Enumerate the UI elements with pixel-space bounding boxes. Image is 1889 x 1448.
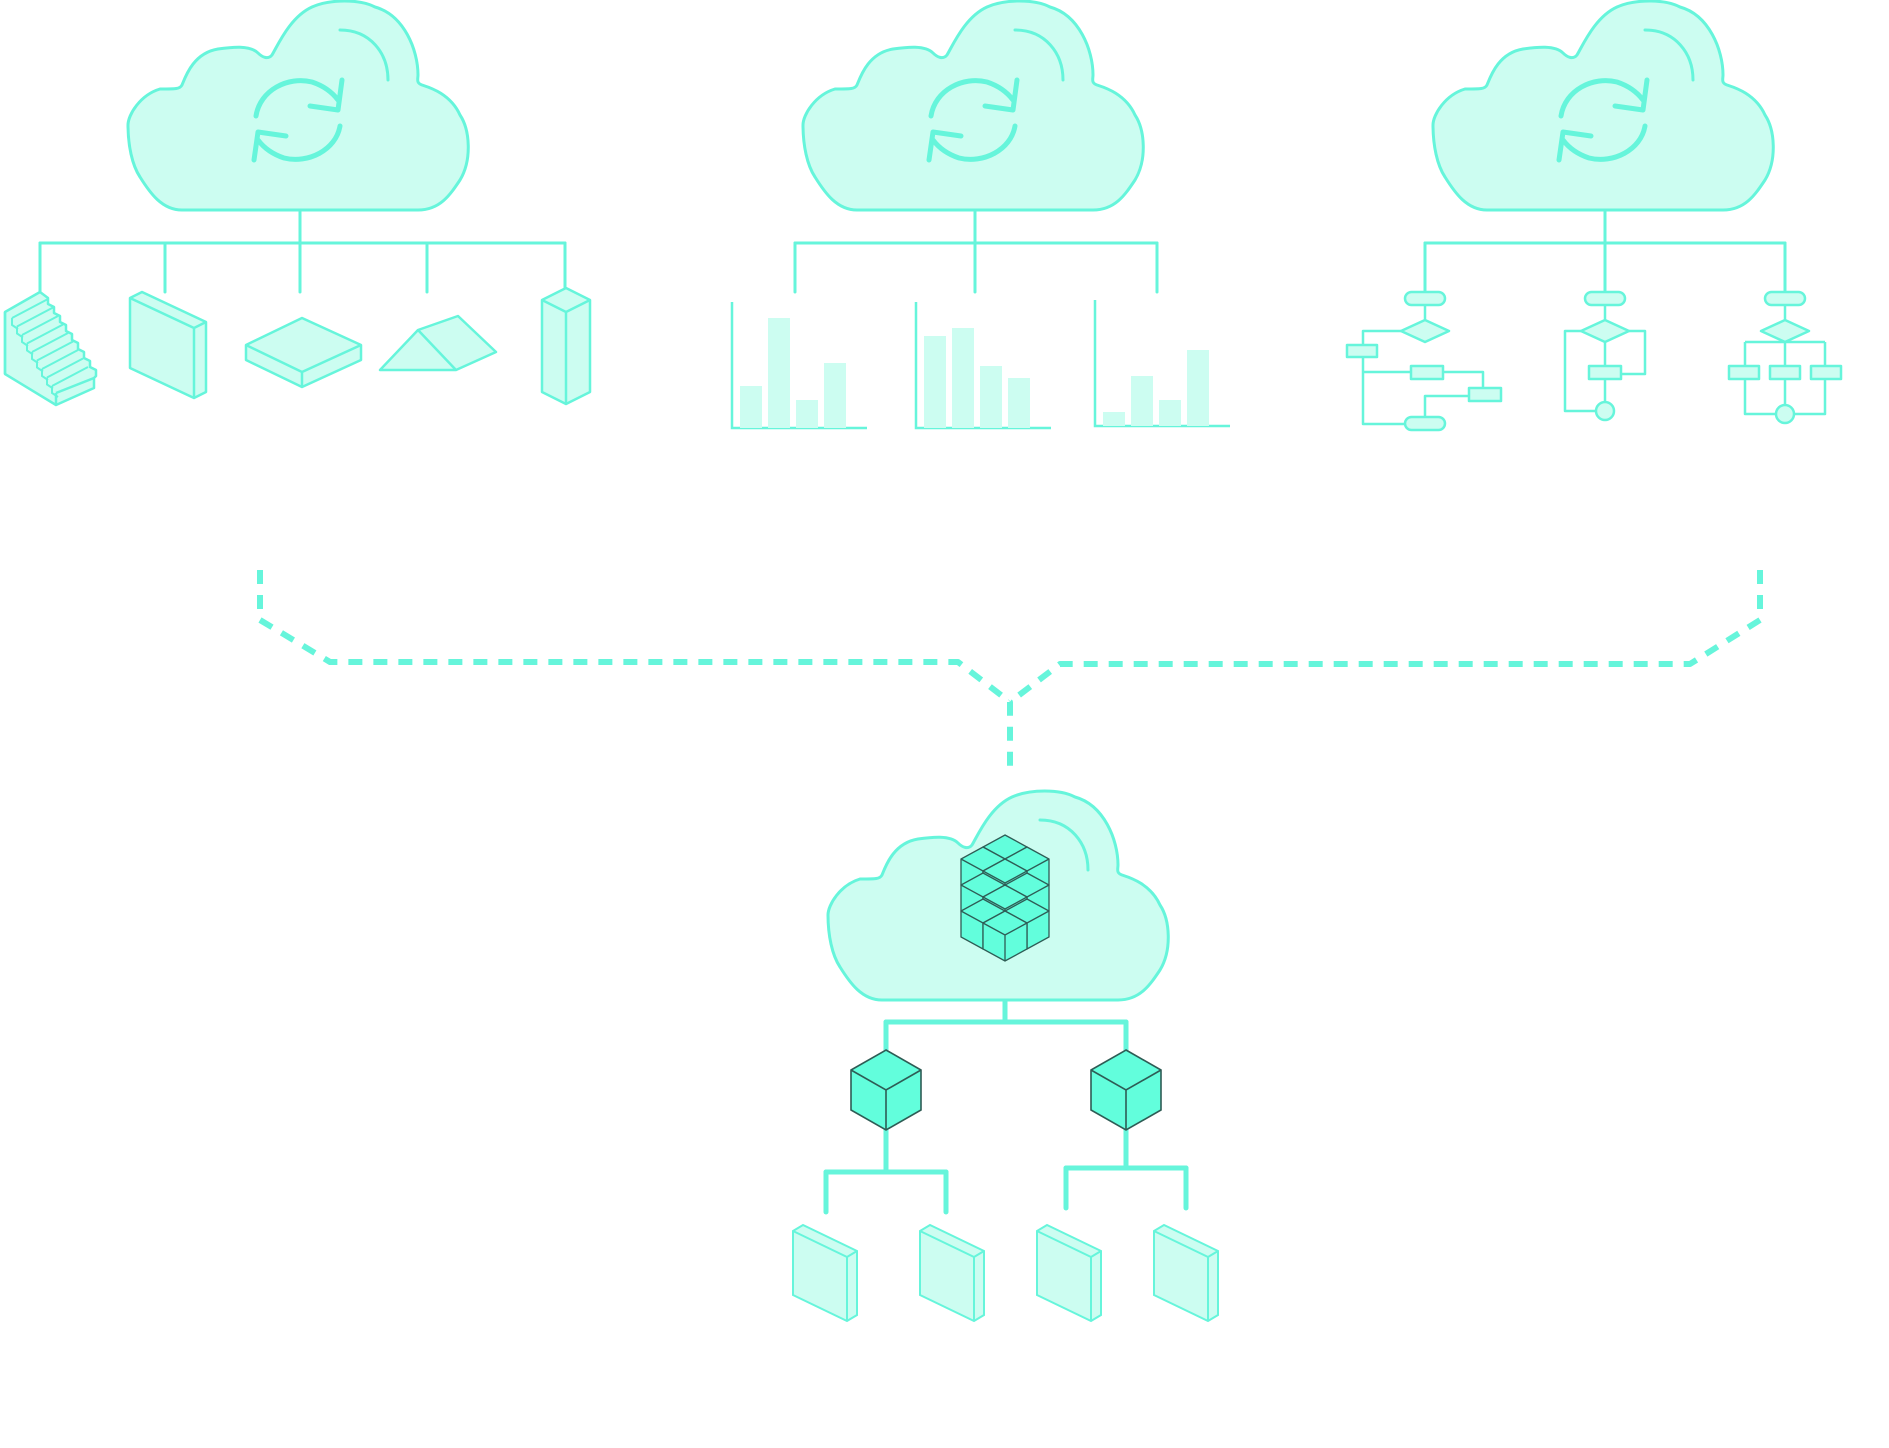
chart-bar (740, 386, 762, 428)
cloud-icon (801, 0, 1145, 212)
bar-chart-icon (914, 302, 1051, 430)
cube-stack-icon (960, 834, 1050, 962)
connector-lines (38, 193, 1787, 1215)
chart-bar (980, 366, 1002, 428)
sync-cloud-geometry (126, 0, 470, 212)
icons-layer (3, 286, 1843, 1322)
chart-bar (824, 363, 846, 428)
tall-pillar-icon (540, 286, 592, 406)
chart-bar (1187, 350, 1209, 426)
slab-block-icon (128, 290, 208, 400)
chart-bar (1159, 400, 1181, 426)
sync-cloud-flowcharts (1431, 0, 1775, 212)
bar-chart-icon (1093, 300, 1230, 428)
cloud-highlight (1038, 818, 1090, 872)
chart-bar (768, 318, 790, 428)
cloud-icon (1431, 0, 1775, 212)
dashed-connector-left (257, 570, 1013, 770)
chart-bar (924, 336, 946, 428)
cloud-highlight (1643, 28, 1695, 82)
stairs-shape-icon (3, 290, 98, 407)
flowchart-icon (1345, 290, 1503, 432)
sync-cloud-charts (801, 0, 1145, 212)
chart-bar (1131, 376, 1153, 426)
cloud-icon (126, 0, 470, 212)
chart-bar (1008, 378, 1030, 428)
chart-axis (730, 302, 867, 430)
cloud-highlight (338, 28, 390, 82)
dashed-connector-right (1008, 570, 1763, 705)
clouds-layer (126, 0, 1775, 1002)
document-block-icon (1153, 1224, 1219, 1322)
central-cloud (826, 789, 1170, 1002)
flat-plate-icon (244, 316, 363, 389)
chart-bar (796, 400, 818, 428)
bar-chart-icon (730, 302, 867, 430)
chart-axis (1093, 300, 1230, 428)
chart-bar (1103, 412, 1125, 426)
chart-bar (952, 328, 974, 428)
cube-node-icon (1090, 1049, 1162, 1131)
triangle-prism-icon (378, 314, 498, 372)
flowchart-icon (1563, 290, 1647, 422)
document-block-icon (919, 1224, 985, 1322)
document-block-icon (1036, 1224, 1102, 1322)
cloud-highlight (1013, 28, 1065, 82)
document-block-icon (792, 1224, 858, 1322)
cube-node-icon (850, 1049, 922, 1131)
chart-axis (914, 302, 1051, 430)
flowchart-icon (1727, 290, 1843, 425)
